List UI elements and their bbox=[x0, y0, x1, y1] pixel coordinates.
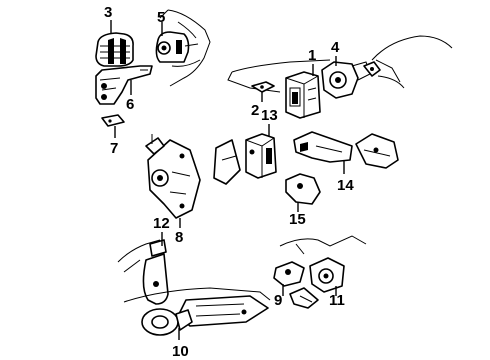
callout-3: 3 bbox=[104, 4, 112, 21]
part-13-mount-bracket bbox=[213, 133, 277, 185]
callout-5: 5 bbox=[157, 9, 165, 26]
callout-9: 9 bbox=[274, 292, 282, 309]
callout-12: 12 bbox=[153, 215, 170, 232]
part-10-cradle-mount bbox=[123, 287, 271, 336]
part-11-rear-mount-bracket bbox=[289, 257, 345, 309]
callout-6: 6 bbox=[126, 96, 134, 113]
callout-7: 7 bbox=[110, 140, 118, 157]
part-12-lower-front-mount bbox=[117, 239, 169, 305]
callout-13: 13 bbox=[261, 107, 278, 124]
part-1-engine-mount bbox=[285, 71, 321, 119]
callout-1: 1 bbox=[308, 47, 316, 64]
callout-8: 8 bbox=[175, 229, 183, 246]
part-5-engine-mount bbox=[155, 9, 211, 87]
callout-11: 11 bbox=[329, 292, 345, 309]
callout-15: 15 bbox=[289, 211, 306, 228]
part-9-rear-mount bbox=[273, 235, 367, 287]
part-2-bracket bbox=[251, 81, 275, 93]
part-7-plate bbox=[101, 114, 125, 127]
part-14-mount-arm bbox=[293, 131, 399, 169]
part-6-mount-bracket bbox=[95, 65, 153, 105]
part-3-mount-cushion bbox=[95, 32, 134, 67]
callout-14: 14 bbox=[337, 177, 354, 194]
part-8-bracket-plate bbox=[145, 134, 201, 219]
callout-2: 2 bbox=[251, 102, 259, 119]
callout-4: 4 bbox=[331, 39, 340, 56]
part-4-transmission-mount bbox=[321, 61, 381, 99]
callout-10: 10 bbox=[172, 343, 189, 360]
body-outline-top bbox=[227, 35, 453, 93]
part-15-lower-mount bbox=[285, 173, 321, 205]
